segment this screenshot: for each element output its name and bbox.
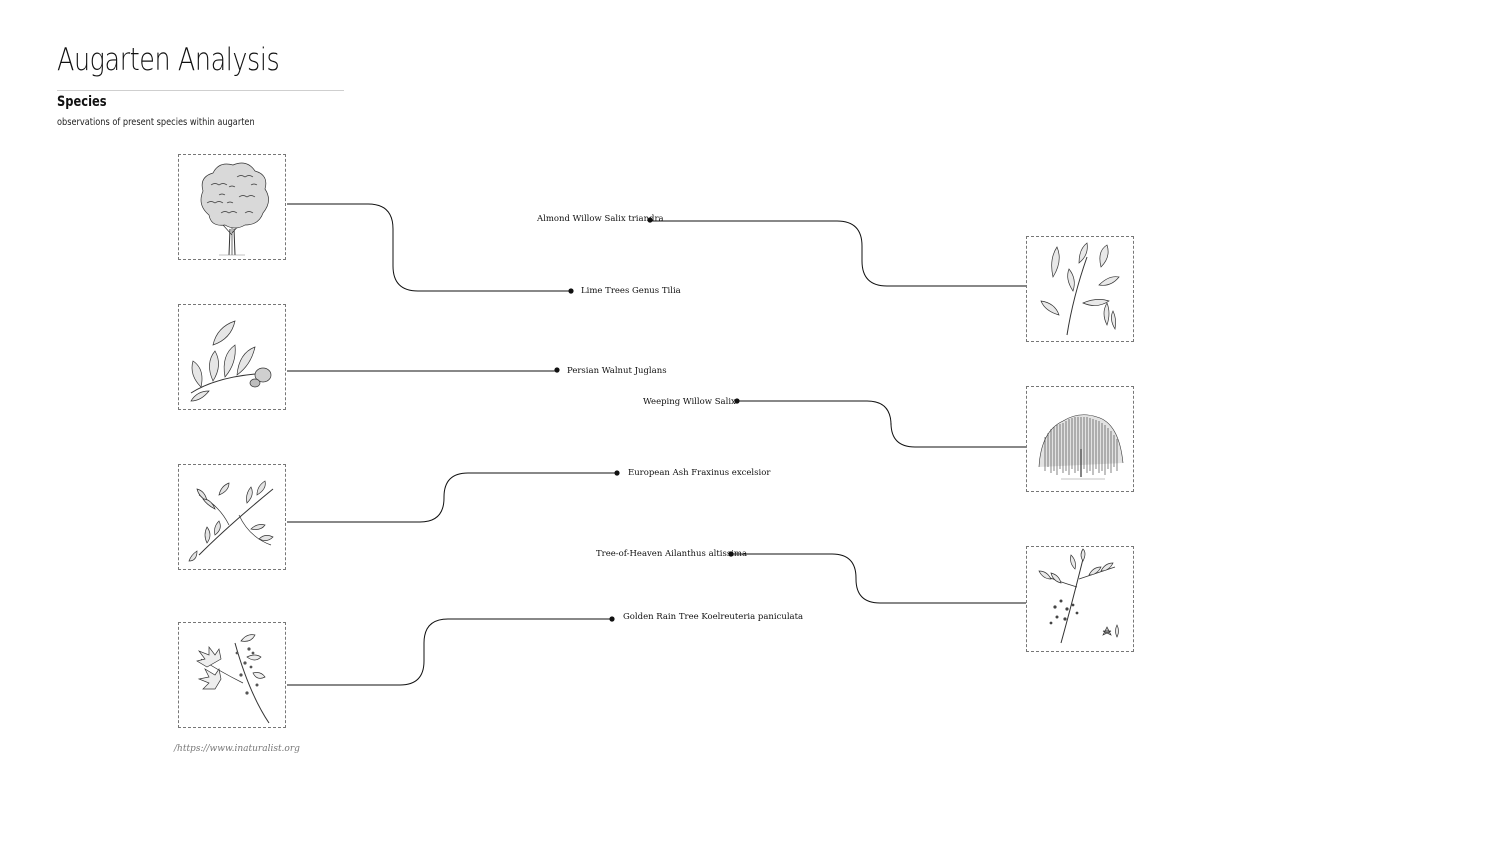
section-subtitle: Species: [57, 94, 107, 110]
species-label-lime: Lime Trees Genus Tilia: [581, 286, 681, 296]
almond-willow-branch-illustration-icon: [1040, 242, 1120, 336]
species-frame-ash: [178, 464, 286, 570]
connector-almond-willow: [650, 220, 1027, 287]
connector-dot-ash: [614, 470, 620, 476]
connector-dot-lime: [568, 288, 574, 294]
title-divider: [57, 90, 344, 91]
connector-dot-weeping-willow: [734, 398, 740, 404]
tree-of-heaven-branch-illustration-icon: [1038, 548, 1119, 644]
connector-dot-walnut: [554, 367, 560, 373]
connector-dot-golden-rain: [609, 616, 615, 622]
connector-golden-rain: [287, 618, 612, 686]
species-frame-lime: [178, 154, 286, 260]
ash-branch-illustration-icon: [188, 480, 274, 562]
weeping-willow-tree-illustration-icon: [1038, 414, 1124, 480]
connector-weeping-willow: [737, 400, 1027, 448]
species-label-weeping-willow: Weeping Willow Salix: [643, 397, 736, 407]
walnut-branch-illustration-icon: [190, 320, 272, 402]
lime-tree-illustration-icon: [200, 162, 269, 256]
golden-rain-branch-illustration-icon: [196, 634, 270, 724]
species-label-walnut: Persian Walnut Juglans: [567, 366, 667, 376]
species-label-golden-rain: Golden Rain Tree Koelreuteria paniculata: [623, 612, 804, 622]
connector-ash: [287, 472, 617, 523]
species-frame-walnut: [178, 304, 286, 410]
connector-lime: [287, 203, 571, 292]
connector-dot-tree-of-heaven: [728, 551, 734, 557]
species-frame-tree-of-heaven: [1026, 546, 1134, 652]
species-frame-weeping-willow: [1026, 386, 1134, 492]
species-frame-almond-willow: [1026, 236, 1134, 342]
species-label-tree-of-heaven: Tree-of-Heaven Ailanthus altissima: [596, 549, 748, 559]
page-title: Augarten Analysis: [57, 42, 280, 78]
source-link[interactable]: /https://www.inaturalist.org: [174, 744, 300, 754]
section-description: observations of present species within a…: [57, 117, 255, 128]
species-label-ash: European Ash Fraxinus excelsior: [628, 468, 771, 478]
species-frame-golden-rain: [178, 622, 286, 728]
connector-dot-almond-willow: [647, 217, 653, 223]
species-label-almond-willow: Almond Willow Salix triandra: [537, 214, 664, 224]
connector-tree-of-heaven: [731, 553, 1027, 604]
